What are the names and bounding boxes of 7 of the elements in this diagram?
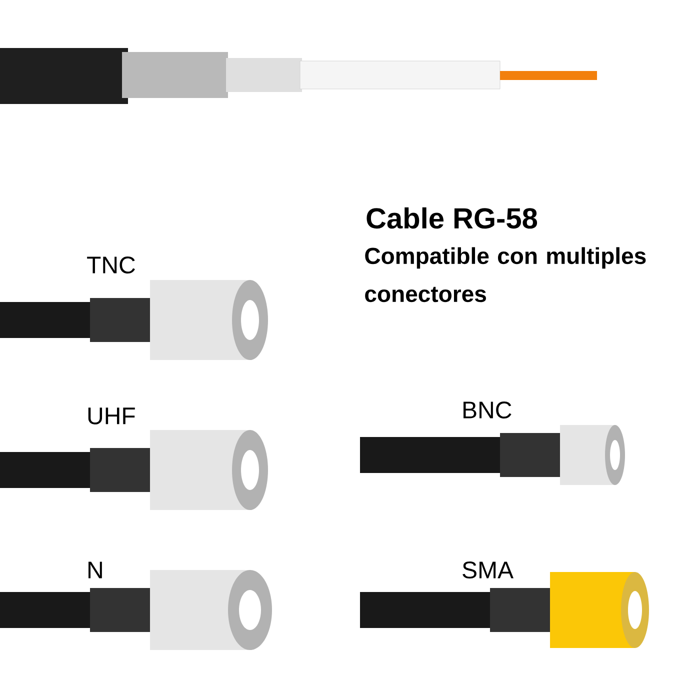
- connector-label: N: [88, 562, 102, 578]
- connector-label: UHF: [88, 408, 135, 424]
- connector-label: SMA: [462, 562, 514, 578]
- connector-label: BNC: [464, 402, 512, 418]
- title: Cable RG-58: [366, 207, 538, 229]
- subtitle: Compatible con multiples conectores: [365, 247, 646, 302]
- connector-label: TNC: [87, 256, 135, 274]
